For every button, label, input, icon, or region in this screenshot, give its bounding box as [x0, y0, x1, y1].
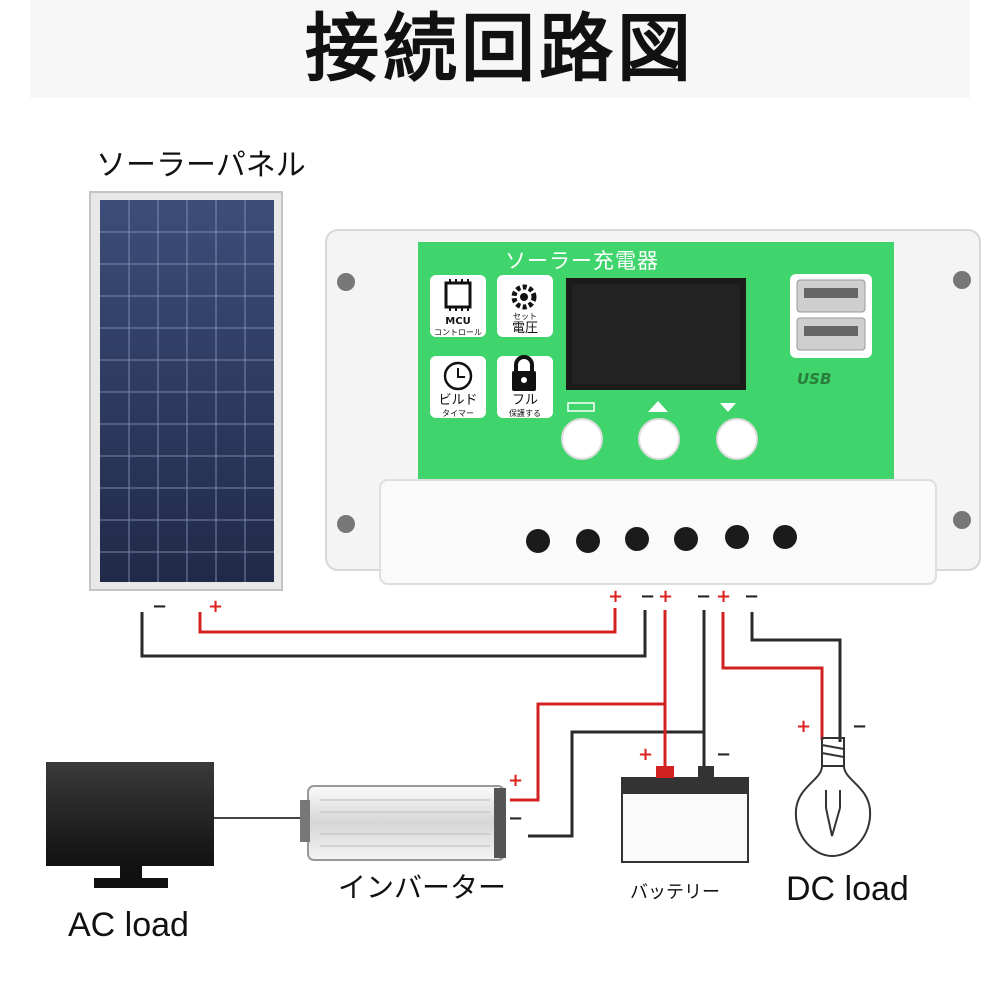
bat-plus-sign: + [658, 586, 674, 607]
charge-controller [325, 229, 981, 585]
set-caption-top: セット [513, 312, 537, 321]
positive-wires [198, 608, 824, 802]
pv-minus-sign: − [640, 586, 656, 607]
controller-title: ソーラー充電器 [505, 249, 659, 273]
inverter-plus-sign: + [508, 770, 524, 791]
ac-load-monitor [46, 762, 306, 888]
dc-load-bulb [794, 737, 872, 858]
page-title: 接続回路図 [305, 6, 695, 92]
bulb-plus-sign: + [796, 716, 812, 737]
negative-wires [140, 610, 842, 838]
dc-load-label: DC load [786, 870, 909, 908]
solar-panel-label: ソーラーパネル [96, 148, 306, 183]
ac-load-label: AC load [68, 906, 189, 944]
battery-label: バッテリー [630, 882, 720, 903]
battery-minus-sign: − [716, 744, 732, 765]
inverter [300, 785, 506, 861]
inverter-minus-sign: − [508, 808, 524, 829]
protect-caption: 保護する [509, 409, 541, 418]
set-voltage-caption: 電圧 [511, 321, 538, 336]
usb-label: USB [797, 370, 832, 388]
panel-minus-sign: − [152, 596, 168, 617]
mcu-caption: コントロール [434, 328, 482, 337]
timer-caption-top: ビルド [438, 393, 478, 408]
pv-plus-sign: + [608, 586, 624, 607]
battery [621, 766, 749, 863]
panel-plus-sign: + [208, 596, 224, 617]
protect-caption-top: フル [511, 393, 538, 408]
timer-caption: タイマー [442, 409, 474, 418]
solar-panel [89, 191, 283, 591]
load-plus-sign: + [716, 586, 732, 607]
bat-minus-sign: − [696, 586, 712, 607]
mcu-chip-label: MCU [445, 316, 471, 327]
battery-plus-sign: + [638, 744, 654, 765]
title-band [30, 0, 970, 98]
bulb-minus-sign: − [852, 716, 868, 737]
inverter-label: インバーター [338, 871, 507, 904]
load-minus-sign: − [744, 586, 760, 607]
